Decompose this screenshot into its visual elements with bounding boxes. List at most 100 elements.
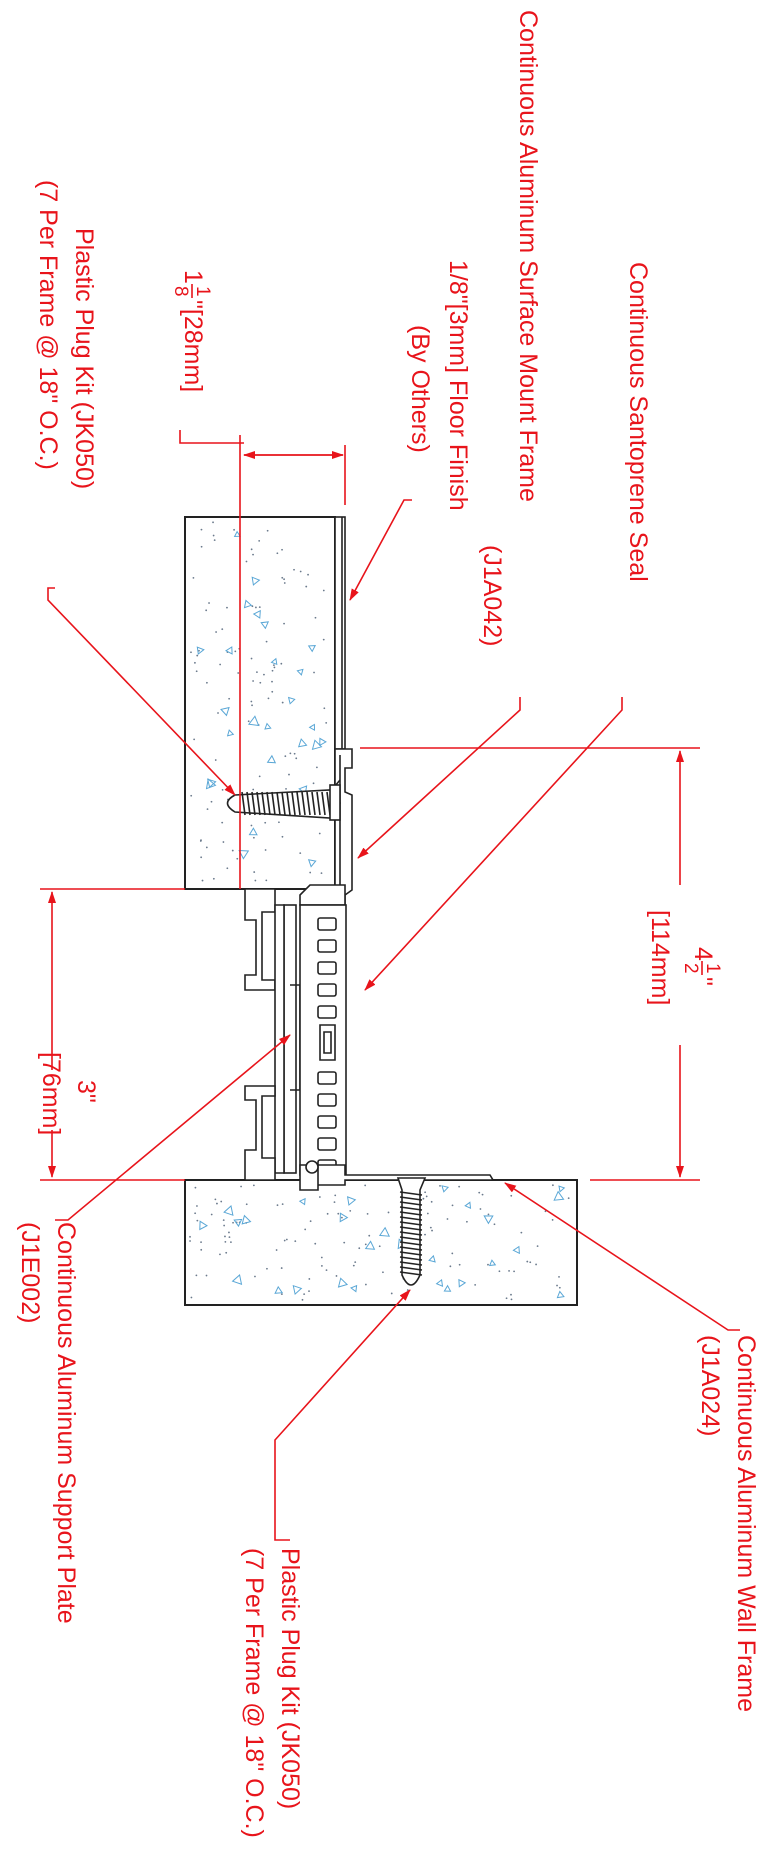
aggregate-dot <box>271 680 273 683</box>
svg-text:4: 4 <box>689 947 717 961</box>
aggregate-dot <box>333 1201 336 1204</box>
aggregate-stone <box>339 1212 349 1223</box>
aggregate-stone <box>435 1278 444 1288</box>
overall-mm-text: [114mm] <box>646 910 674 1005</box>
aggregate-dot <box>390 1292 393 1295</box>
aggregate-stone <box>464 1201 472 1210</box>
upper-anchor-screw <box>226 784 341 821</box>
aggregate-dot <box>320 1256 323 1259</box>
aggregate-stone <box>199 1220 208 1231</box>
svg-text:1: 1 <box>192 286 213 297</box>
svg-text:": " <box>689 977 717 986</box>
aggregate-stone <box>231 1274 243 1285</box>
aggregate-dot <box>200 545 203 548</box>
aggregate-dot <box>424 1191 427 1194</box>
aggregate-stone <box>251 576 261 586</box>
aggregate-dot <box>215 631 217 633</box>
aggregate-dot <box>250 700 253 703</box>
aggregate-dot <box>378 1245 381 1248</box>
aggregate-dot <box>301 1298 304 1301</box>
aggregate-dot <box>309 1220 312 1223</box>
lower-concrete-slab <box>184 1179 578 1306</box>
screw-thread <box>251 791 256 816</box>
aggregate-dot <box>481 1193 484 1196</box>
aggregate-dot <box>318 1196 321 1198</box>
seal-finger <box>317 961 337 975</box>
aggregate-dot <box>305 585 308 588</box>
aggregate-stone <box>248 827 258 836</box>
aggregate-dot <box>280 1267 283 1269</box>
aggregate-stone <box>205 778 217 790</box>
screw-thread <box>246 791 251 816</box>
aggregate-dot <box>479 1208 482 1210</box>
floor-depth-dimension <box>179 430 346 889</box>
aggregate-dot <box>429 1226 432 1229</box>
svg-text:1: 1 <box>702 963 723 974</box>
screw-thread <box>399 1271 423 1276</box>
aggregate-dot <box>264 849 267 851</box>
aggregate-dot <box>199 840 202 842</box>
aggregate-dot <box>251 704 253 707</box>
screw-thread <box>286 791 291 816</box>
aggregate-dot <box>294 1240 297 1243</box>
aggregate-dot <box>458 1263 461 1266</box>
aggregate-dot <box>196 1219 199 1222</box>
aggregate-stone <box>233 530 241 538</box>
aggregate-stone <box>292 1284 303 1296</box>
aggregate-dot <box>212 877 215 880</box>
aggregate-dot <box>281 701 284 704</box>
aggregate-stone <box>260 621 270 630</box>
aggregate-dot <box>320 872 323 874</box>
aggregate-dot <box>258 775 261 778</box>
aggregate-dot <box>233 528 235 531</box>
aggregate-stone <box>443 1284 452 1292</box>
leader-plug-kit-top <box>47 587 236 796</box>
aggregate-dot <box>264 821 267 824</box>
aggregate-stone <box>223 1205 234 1216</box>
aggregate-dot <box>195 1274 198 1277</box>
screw-thread <box>316 791 321 816</box>
aggregate-dot <box>252 836 255 839</box>
aggregate-dot <box>210 1213 213 1216</box>
aggregate-dot <box>224 1240 227 1243</box>
aggregate-dot <box>358 1247 361 1250</box>
aggregate-dot <box>307 573 309 576</box>
aggregate-stone <box>252 609 261 619</box>
aggregate-dot <box>245 560 248 563</box>
aggregate-dot <box>431 1229 433 1232</box>
aggregate-dot <box>466 1220 468 1223</box>
svg-text:2: 2 <box>680 963 701 974</box>
support-plate-profile <box>244 888 301 1181</box>
svg-text:"[28mm]: "[28mm] <box>179 300 207 392</box>
aggregate-dot <box>308 1290 310 1292</box>
aggregate-dot <box>212 534 215 537</box>
screw-thread <box>321 791 326 816</box>
screw-thread <box>399 1261 423 1266</box>
aggregate-stone <box>207 778 217 789</box>
overall-dimension <box>360 747 700 1181</box>
aggregate-dot <box>200 1248 203 1251</box>
aggregate-dot <box>288 773 290 776</box>
aggregate-dot <box>190 1296 193 1299</box>
label-floor-finish-by: (By Others) <box>406 325 434 453</box>
aggregate-dot <box>205 1274 208 1277</box>
aggregate-dot <box>283 622 285 625</box>
screw-thread <box>399 1216 423 1221</box>
aggregate-dot <box>493 1223 496 1226</box>
aggregate-dot <box>426 1212 429 1215</box>
aggregate-dot <box>285 787 287 790</box>
aggregate-stone <box>346 1196 357 1206</box>
aggregate-stone <box>296 668 304 676</box>
aggregate-dot <box>382 1271 384 1274</box>
aggregate-dot <box>194 1186 197 1189</box>
aggregate-dot <box>231 849 234 852</box>
aggregate-dot <box>258 539 261 542</box>
aggregate-stone <box>270 657 278 666</box>
aggregate-dot <box>201 879 204 882</box>
aggregate-dot <box>266 1267 268 1270</box>
label-wall-frame: Continuous Aluminum Wall Frame <box>732 1335 760 1712</box>
aggregate-dot <box>337 1212 340 1215</box>
aggregate-stone <box>558 1185 566 1193</box>
aggregate-dot <box>237 672 240 674</box>
aggregate-dot <box>322 589 325 592</box>
